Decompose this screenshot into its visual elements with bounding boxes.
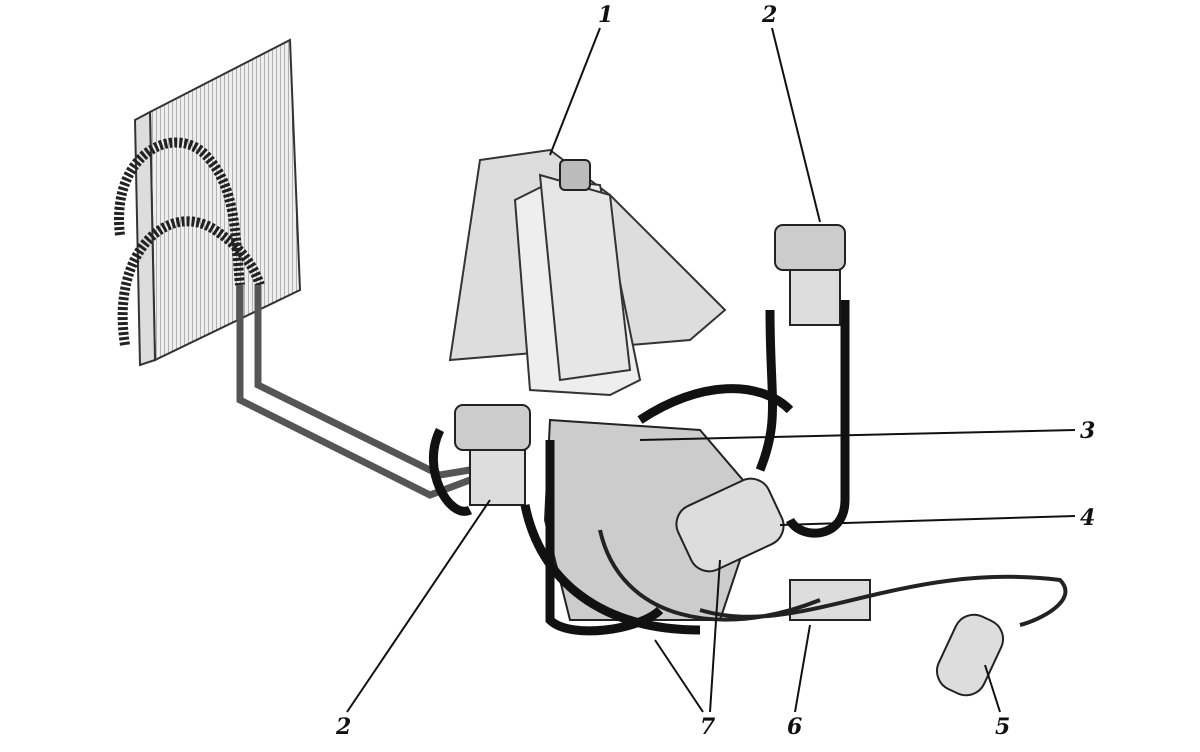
callout-4: 4 — [1080, 505, 1096, 531]
radiator-hoses — [114, 137, 265, 346]
radiator-pipes — [236, 285, 472, 499]
callout-5: 5 — [995, 714, 1011, 740]
filter-5 — [936, 613, 1004, 697]
pump-block — [543, 418, 785, 621]
callout-7: 7 — [700, 714, 716, 740]
thin-hoses — [598, 529, 1068, 627]
callout-6: 6 — [787, 714, 803, 740]
leader-lines — [346, 27, 1076, 713]
callout-1: 1 — [598, 2, 614, 28]
hydraulic-tank — [448, 148, 727, 397]
filter-2-top — [774, 224, 846, 326]
callout-3: 3 — [1080, 418, 1096, 444]
hydraulic-hoses — [428, 300, 850, 636]
callout-2-top: 2 — [762, 2, 778, 28]
oil-radiator — [133, 38, 302, 367]
callout-2-bottom: 2 — [336, 714, 352, 740]
filter-2-bottom — [454, 404, 531, 506]
